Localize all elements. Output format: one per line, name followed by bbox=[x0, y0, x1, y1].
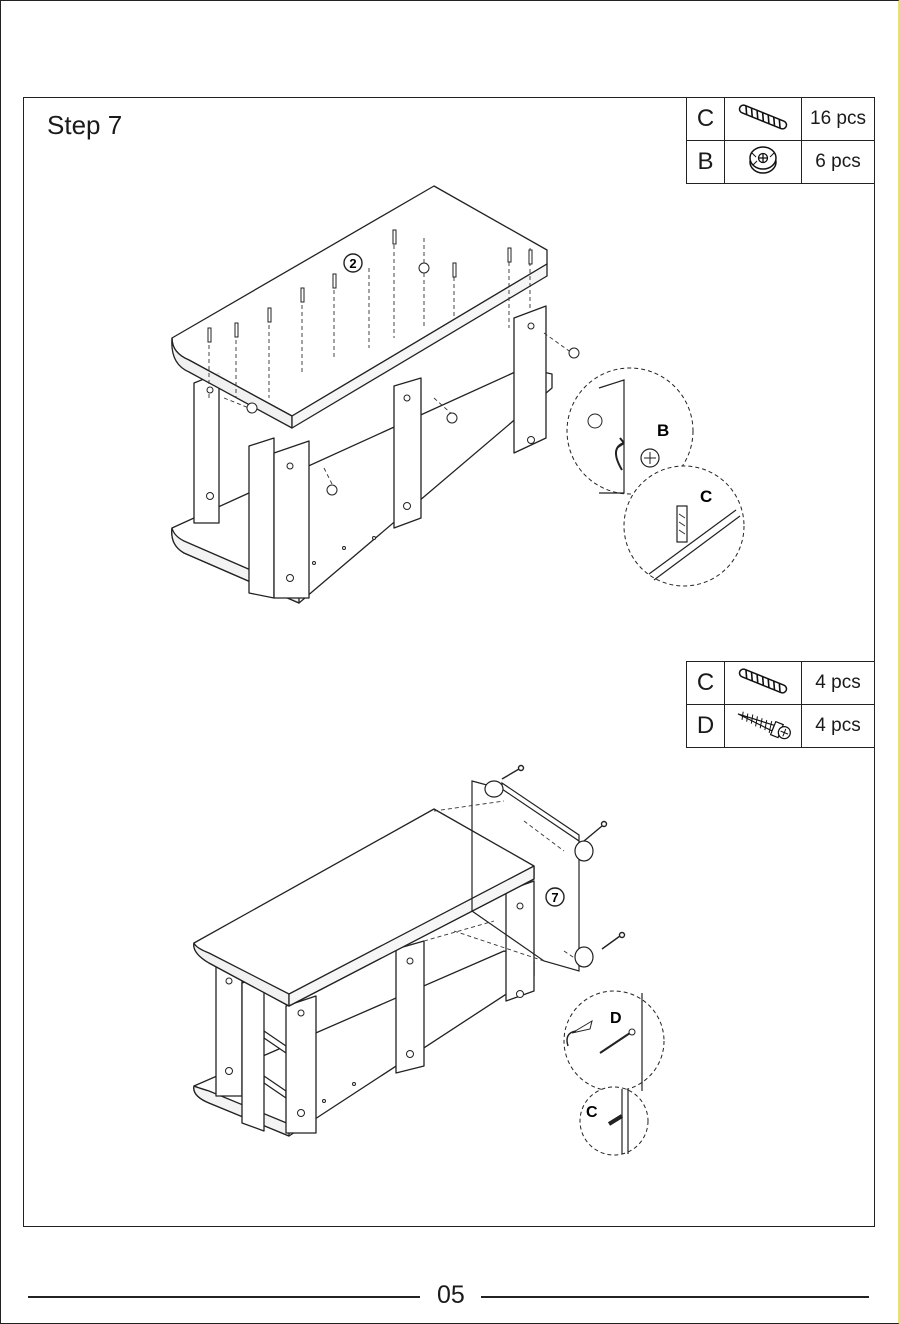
panel-number-label: 7 bbox=[551, 890, 558, 905]
footer-rule-right bbox=[481, 1296, 869, 1298]
detail-d-label: D bbox=[610, 1010, 622, 1027]
back-panel-assembly-drawing: 7 D C bbox=[24, 661, 874, 1226]
detail-b-label: B bbox=[657, 421, 669, 440]
step-7-panel: Step 7 C 16 pcs B bbox=[23, 97, 875, 663]
page-number: 05 bbox=[437, 1281, 465, 1310]
step-7-assembly-drawing: 2 B C bbox=[24, 98, 874, 662]
panel-number-label: 2 bbox=[349, 256, 356, 271]
footer-rule-left bbox=[28, 1296, 420, 1298]
detail-c-label: C bbox=[586, 1104, 598, 1121]
step-7b-panel: C 4 pcs D bbox=[23, 661, 875, 1227]
detail-c-label: C bbox=[700, 487, 712, 506]
